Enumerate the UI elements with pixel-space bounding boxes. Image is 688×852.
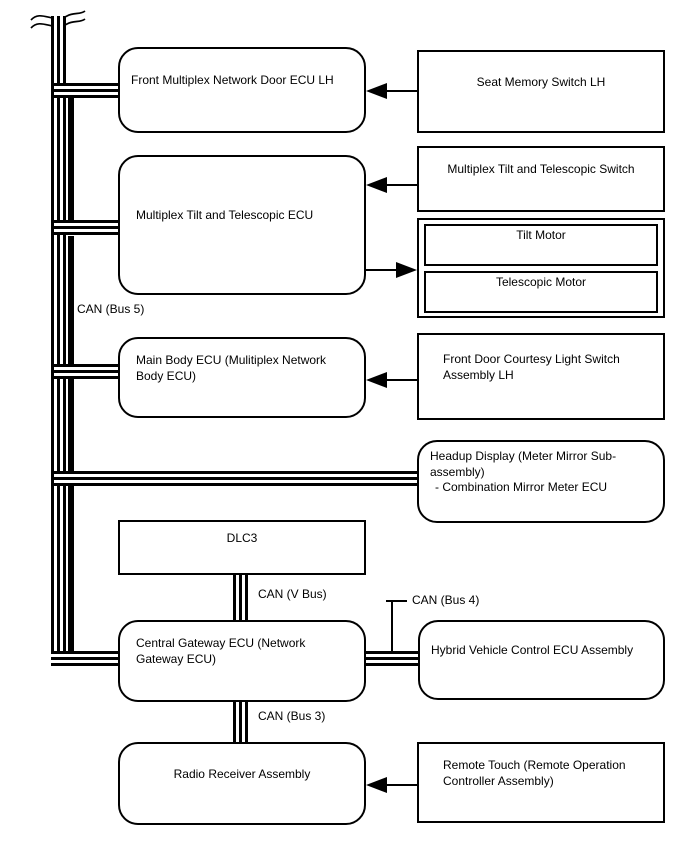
arrowhead-icon xyxy=(396,262,417,278)
node-seat-memory-switch: Seat Memory Switch LH xyxy=(417,50,665,133)
can-bus-rail-segment xyxy=(68,236,74,364)
bus3-connector xyxy=(233,702,248,742)
can-bus-rail-segment xyxy=(68,486,74,651)
bus4-leader-line xyxy=(391,600,393,653)
bus4-connector xyxy=(365,651,418,666)
node-label: Central Gateway ECU (Network Gateway ECU… xyxy=(136,636,306,666)
node-label: Radio Receiver Assembly xyxy=(173,766,311,781)
node-label: Front Door Courtesy Light Switch Assembl… xyxy=(443,351,620,382)
node-label: Main Body ECU (Mulitiplex Network Body E… xyxy=(136,352,327,383)
node-label: Multiplex Tilt and Telescopic Switch xyxy=(447,162,635,177)
node-label: Headup Display (Meter Mirror Sub-assembl… xyxy=(430,449,617,479)
node-front-door-courtesy-switch: Front Door Courtesy Light Switch Assembl… xyxy=(417,333,665,420)
node-label: Front Multiplex Network Door ECU LH xyxy=(131,73,334,88)
arrow-tilt-ecu-to-motors xyxy=(366,262,417,278)
bus4-label: CAN (Bus 4) xyxy=(412,593,480,607)
arrow-remote-touch-to-radio xyxy=(366,777,417,793)
node-label: DLC3 xyxy=(226,530,258,545)
node-label: Tilt Motor xyxy=(516,228,566,243)
bus-branch-tilt-ecu xyxy=(54,220,120,235)
can-bus-rail-segment xyxy=(68,379,74,471)
node-label: Telescopic Motor xyxy=(495,275,587,290)
vbus-connector xyxy=(233,575,248,620)
vbus-label: CAN (V Bus) xyxy=(258,587,327,601)
node-dlc3: DLC3 xyxy=(118,520,366,575)
main-can-bus-line xyxy=(51,16,66,666)
node-front-multiplex-door-ecu: Front Multiplex Network Door ECU LH xyxy=(118,47,366,133)
node-tilt-telescopic-switch: Multiplex Tilt and Telescopic Switch xyxy=(417,146,665,212)
node-radio-receiver: Radio Receiver Assembly xyxy=(118,742,366,825)
arrowhead-icon xyxy=(366,83,387,99)
bus-corner-central-gateway xyxy=(51,651,120,666)
bus-branch-front-door-ecu xyxy=(54,83,120,98)
bus4-leader-line xyxy=(386,600,407,602)
bus3-label: CAN (Bus 3) xyxy=(258,709,326,723)
arrow-tilt-switch-to-tilt-ecu xyxy=(366,177,417,193)
arrow-seat-memory-to-door-ecu xyxy=(366,83,417,99)
node-label: Hybrid Vehicle Control ECU Assembly xyxy=(431,643,634,658)
arrowhead-icon xyxy=(366,372,387,388)
arrowhead-icon xyxy=(366,177,387,193)
node-sublabel: - Combination Mirror Meter ECU xyxy=(435,480,608,495)
node-label: Seat Memory Switch LH xyxy=(476,74,606,89)
node-headup-display: Headup Display (Meter Mirror Sub-assembl… xyxy=(417,440,665,523)
node-central-gateway-ecu: Central Gateway ECU (Network Gateway ECU… xyxy=(118,620,366,702)
arrow-courtesy-switch-to-main-body-ecu xyxy=(366,372,417,388)
bus-branch-main-body-ecu xyxy=(54,364,120,379)
can-bus-rail-segment xyxy=(68,98,74,220)
arrowhead-icon xyxy=(366,777,387,793)
bus5-label: CAN (Bus 5) xyxy=(77,302,145,316)
node-main-body-ecu: Main Body ECU (Mulitiplex Network Body E… xyxy=(118,337,366,418)
node-label: Multiplex Tilt and Telescopic ECU xyxy=(136,208,314,223)
node-remote-touch: Remote Touch (Remote Operation Controlle… xyxy=(417,742,665,823)
node-hybrid-control-ecu: Hybrid Vehicle Control ECU Assembly xyxy=(418,620,665,700)
bus-branch-headup-display xyxy=(54,471,420,486)
node-label: Remote Touch (Remote Operation Controlle… xyxy=(443,757,626,788)
bus-break-squiggle-icon xyxy=(30,10,86,29)
node-tilt-telescopic-ecu: Multiplex Tilt and Telescopic ECU xyxy=(118,155,366,295)
node-tilt-motor: Tilt Motor xyxy=(424,224,658,266)
node-telescopic-motor: Telescopic Motor xyxy=(424,271,658,313)
